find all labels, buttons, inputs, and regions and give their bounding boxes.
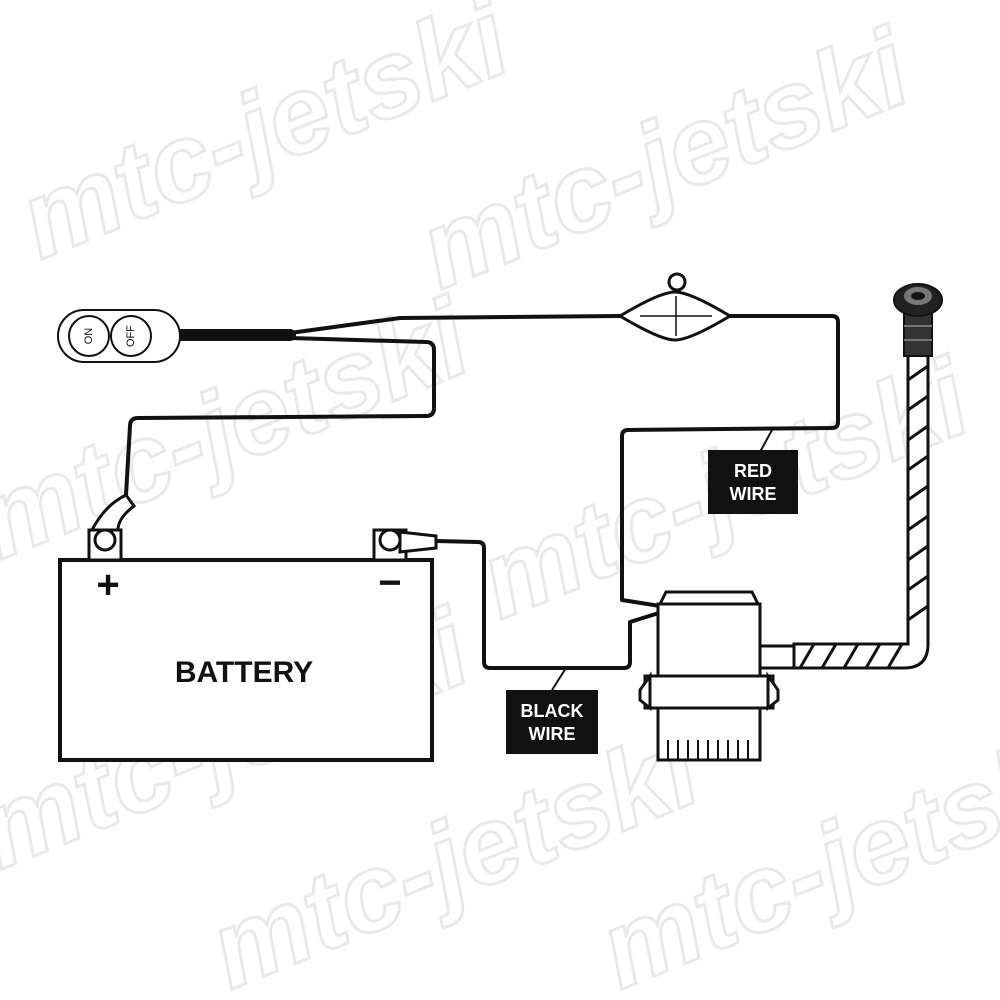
- switch-on-label: ON: [83, 328, 95, 345]
- wires: [124, 314, 840, 670]
- switch-off-button[interactable]: [110, 315, 152, 357]
- switch-off-label: OFF: [125, 325, 137, 347]
- hose-stripes: [798, 364, 929, 669]
- fuse-loop: [667, 272, 687, 292]
- red-wire-label-line2: WIRE: [730, 484, 777, 504]
- bilge-pump: [638, 590, 796, 762]
- rocker-switch[interactable]: ON OFF: [57, 309, 181, 363]
- inline-fuse-holder: [617, 272, 733, 342]
- red-wire-label: RED WIRE: [708, 429, 798, 514]
- pump-base: [643, 674, 775, 710]
- black-wire-label-line2: WIRE: [529, 724, 576, 744]
- switch-to-fuse-wire: [288, 314, 622, 335]
- black-wire-label: BLACK WIRE: [506, 667, 598, 754]
- switch-to-positive-wire: [124, 336, 436, 497]
- switch-on-button[interactable]: [68, 315, 110, 357]
- pump-strainer-slots: [667, 740, 749, 760]
- pump-left-flange: [638, 671, 652, 712]
- black-wire-label-box: [506, 690, 598, 754]
- pump-right-flange: [766, 671, 780, 712]
- pump-upper-body: [656, 602, 762, 678]
- thru-hull-neck: [903, 311, 933, 357]
- red-wire: [620, 314, 840, 608]
- positive-terminal: [87, 493, 137, 562]
- red-wire-label-line1: RED: [734, 461, 772, 481]
- black-wire: [434, 539, 664, 670]
- pump-top: [657, 590, 761, 606]
- battery-label: BATTERY: [175, 656, 313, 689]
- battery-negative-sign: −: [378, 561, 401, 605]
- red-wire-label-box: [708, 450, 798, 514]
- negative-terminal: [372, 528, 438, 562]
- black-wire-label-line1: BLACK: [521, 701, 584, 721]
- battery-positive-sign: +: [96, 563, 119, 607]
- pump-outlet: [758, 644, 796, 670]
- battery: + − BATTERY: [58, 493, 438, 762]
- battery-case: [58, 558, 434, 762]
- thru-hull-fitting: [893, 283, 943, 357]
